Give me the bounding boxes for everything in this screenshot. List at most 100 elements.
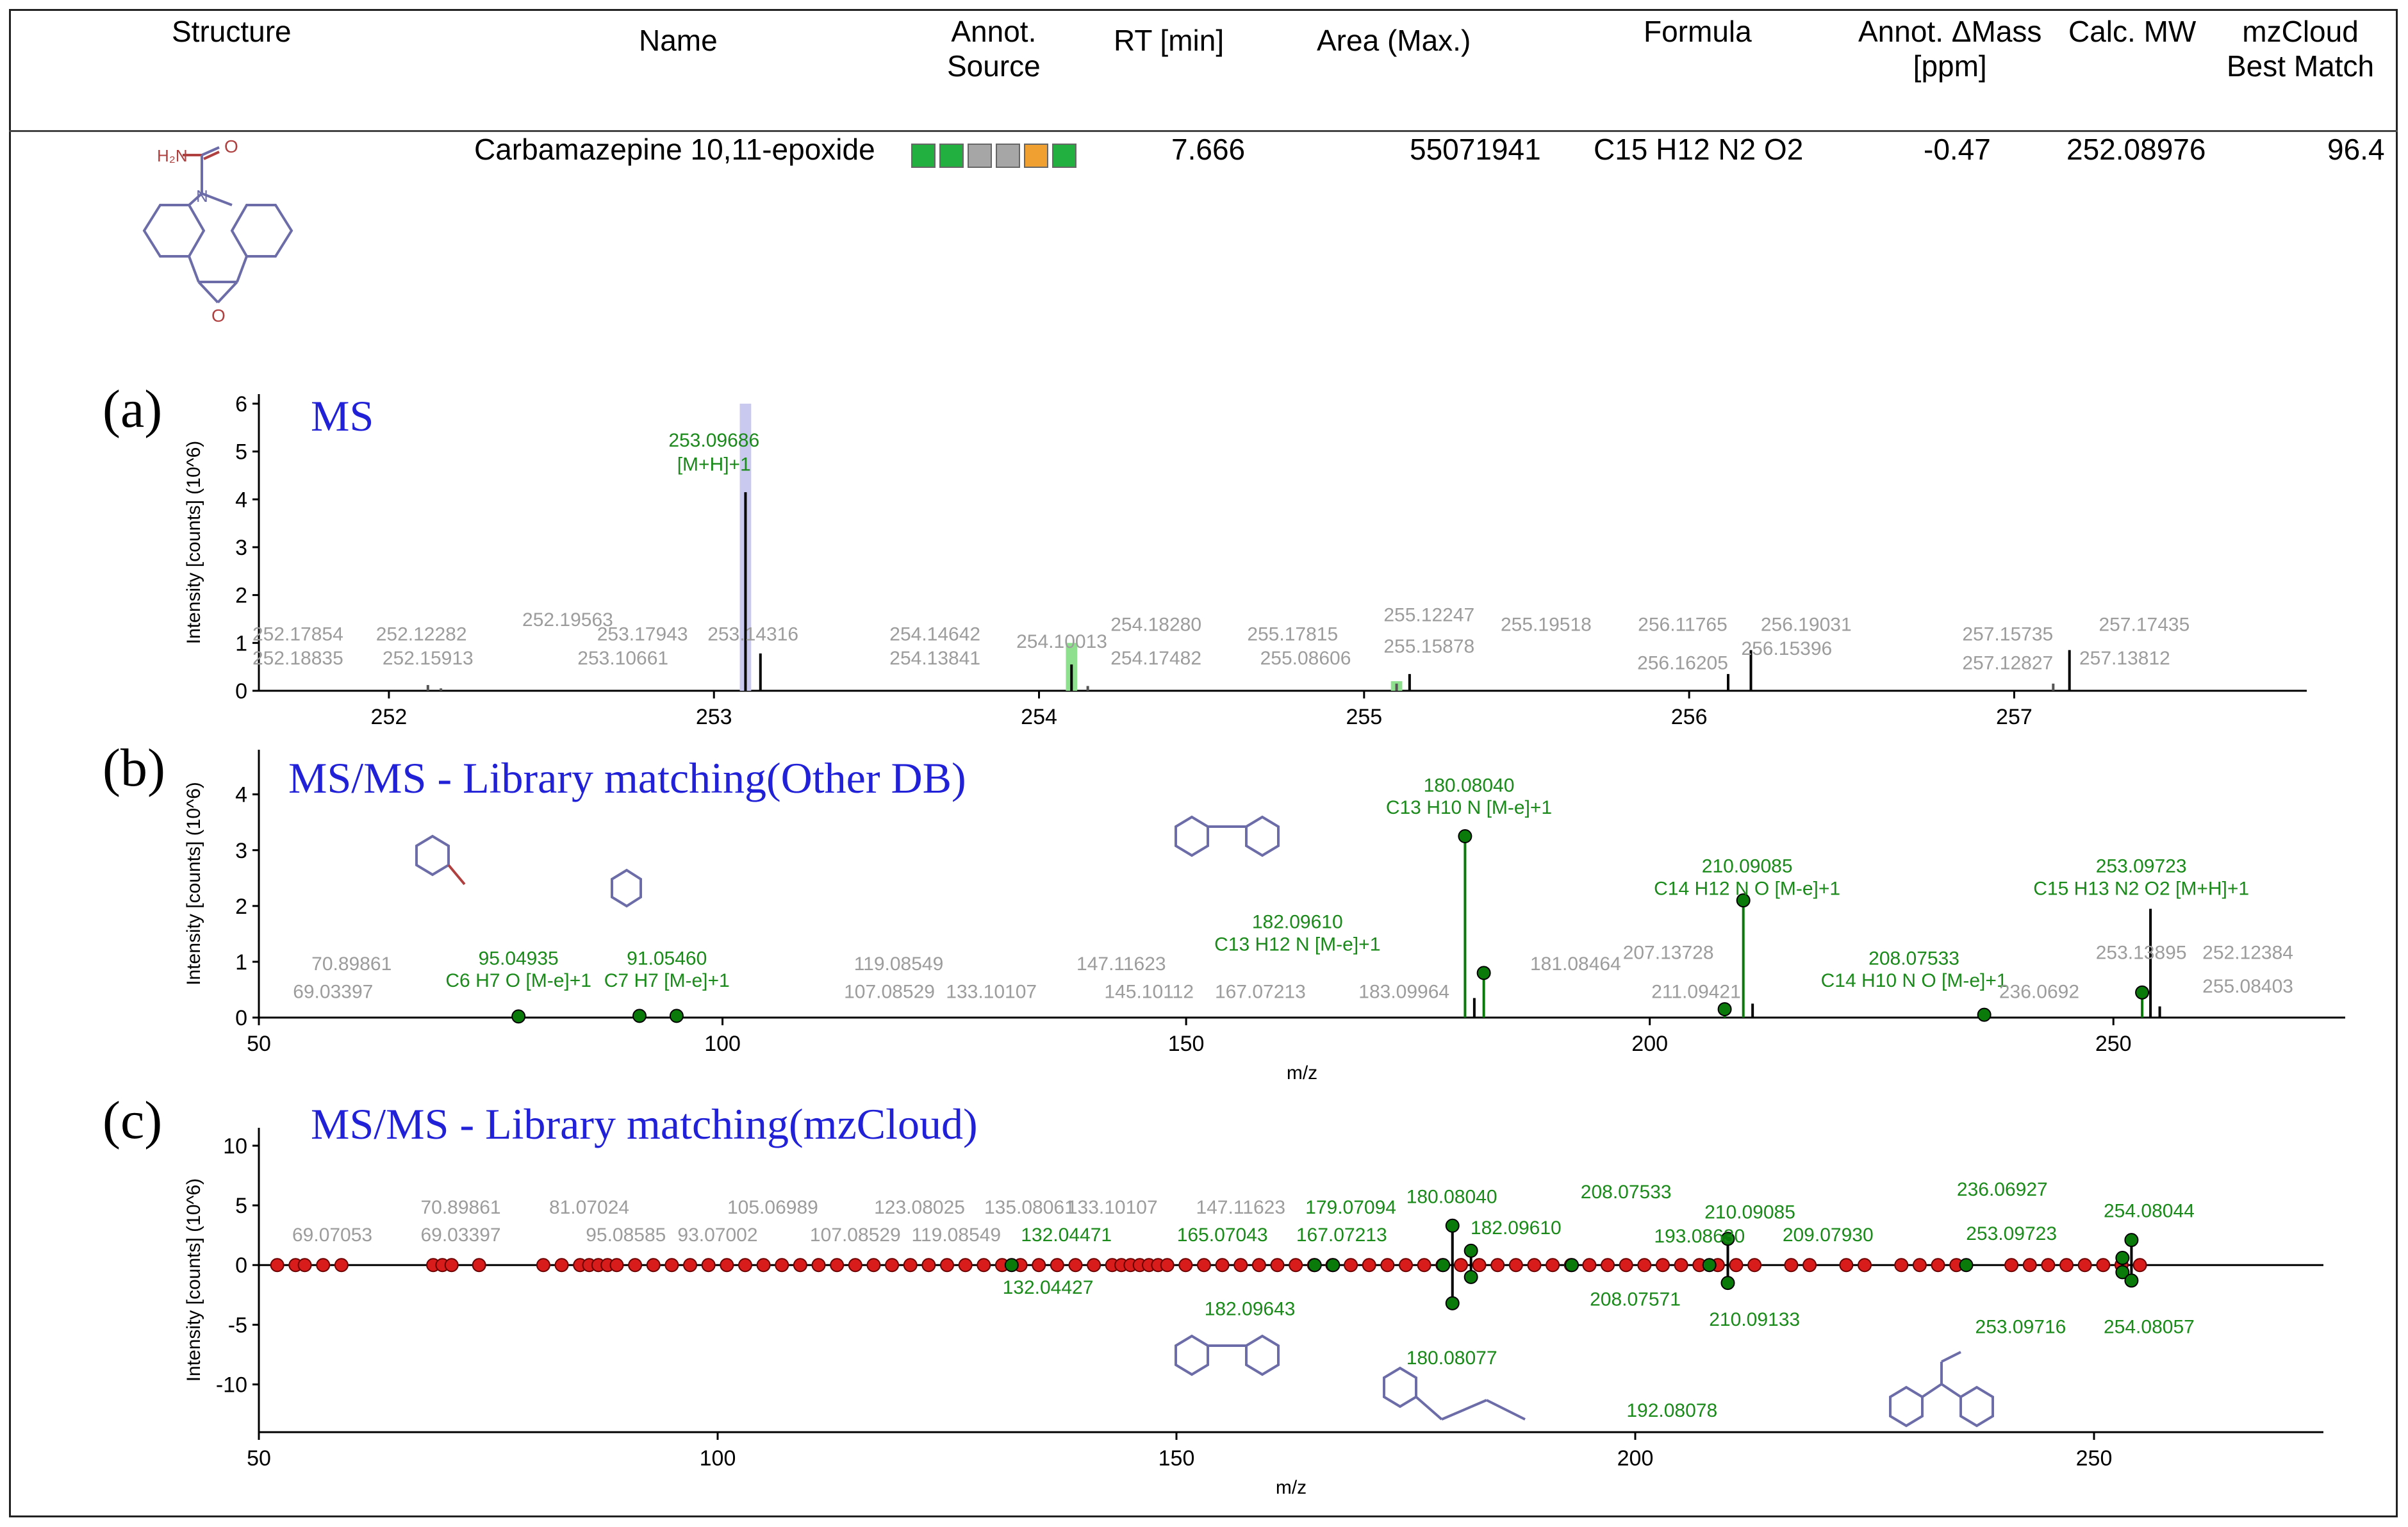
red-point	[958, 1258, 973, 1273]
header-annot-source[interactable]: Annot. Source	[947, 14, 1041, 83]
x-tick-label: 253	[696, 705, 732, 729]
red-point	[1472, 1258, 1487, 1273]
row-area[interactable]: 55071941	[1410, 133, 1541, 166]
row-rt[interactable]: 7.666	[1171, 133, 1246, 166]
peak-annotation: 208.07533	[1581, 1182, 1672, 1203]
red-point	[701, 1258, 716, 1273]
peak-annotation: 208.07533	[1868, 948, 1959, 969]
peak-annotation: 93.07002	[677, 1225, 757, 1246]
peak-annotation: 70.89861	[420, 1197, 500, 1218]
header-annot-dmass[interactable]: Annot. ΔMass [ppm]	[1858, 14, 2041, 83]
peak-annotation: 105.06989	[727, 1197, 818, 1218]
peak-marker	[1458, 829, 1472, 843]
peak-annotation: 165.07043	[1177, 1225, 1268, 1246]
header-calc-mw[interactable]: Calc. MW	[2068, 15, 2197, 48]
peak-annotation: 253.09686	[668, 430, 759, 451]
red-point	[444, 1258, 459, 1273]
red-point	[1637, 1258, 1652, 1273]
row-mzcloud[interactable]: 96.4	[2327, 133, 2385, 166]
red-point	[1417, 1258, 1431, 1273]
green-point	[1464, 1243, 1478, 1258]
header-mzcloud[interactable]: mzCloud Best Match	[2227, 14, 2374, 83]
red-point	[1784, 1258, 1799, 1273]
peak-annotation: 123.08025	[874, 1197, 965, 1218]
red-point	[866, 1258, 881, 1273]
y-axis-label: Intensity [counts] (10^6)	[183, 441, 204, 645]
x-tick-label: 256	[1671, 705, 1708, 729]
red-point	[1344, 1258, 1358, 1273]
red-point	[977, 1258, 991, 1273]
red-point	[1655, 1258, 1670, 1273]
header-formula[interactable]: Formula	[1644, 15, 1752, 48]
peak-annotation: C14 H10 N O [M-e]+1	[1821, 970, 2008, 991]
header-area[interactable]: Area (Max.)	[1317, 24, 1471, 57]
row-name[interactable]: Carbamazepine 10,11-epoxide	[474, 133, 875, 166]
y-tick-label: 0	[235, 679, 247, 704]
row-formula[interactable]: C15 H12 N2 O2	[1594, 133, 1804, 166]
peak-annotation: C7 H7 [M-e]+1	[604, 970, 730, 991]
y-tick-label: 4	[235, 488, 247, 512]
peak-annotation: 135.08061	[984, 1197, 1075, 1218]
red-point	[1582, 1258, 1597, 1273]
red-point	[270, 1258, 285, 1273]
y-tick-label: 5	[235, 1194, 247, 1218]
row-annot-dmass[interactable]: -0.47	[1924, 133, 1991, 166]
red-point	[1894, 1258, 1909, 1273]
green-point	[1720, 1232, 1735, 1246]
red-point	[1233, 1258, 1248, 1273]
peak-annotation: 253.13895	[2096, 943, 2187, 964]
peak-annotation: 81.07024	[549, 1197, 629, 1218]
row-calc-mw[interactable]: 252.08976	[2066, 133, 2206, 166]
peak-annotation: C6 H7 O [M-e]+1	[445, 970, 591, 991]
peak-annotation: 252.12384	[2202, 943, 2293, 964]
peak-marker	[632, 1009, 647, 1023]
annot-source-square	[1052, 144, 1076, 168]
red-point	[1178, 1258, 1193, 1273]
red-point	[1196, 1258, 1211, 1273]
peak-annotation: 255.15878	[1383, 636, 1474, 657]
peak-annotation: 210.09133	[1709, 1309, 1800, 1330]
red-point	[664, 1258, 679, 1273]
peak-annotation: 257.15735	[1962, 624, 2053, 645]
x-tick-label: 254	[1021, 705, 1057, 729]
header-structure[interactable]: Structure	[172, 15, 292, 48]
y-tick-label: -10	[216, 1373, 247, 1397]
peak-annotation: 147.11623	[1196, 1197, 1285, 1218]
y-tick-label: 1	[235, 631, 247, 656]
red-point	[536, 1258, 550, 1273]
red-point	[1050, 1258, 1064, 1273]
annot-source-square	[911, 144, 936, 168]
peak-marker	[669, 1009, 684, 1023]
peak-marker	[1977, 1007, 1992, 1022]
peak-annotation: 180.08040	[1424, 775, 1515, 796]
red-point	[1087, 1258, 1101, 1273]
header-annot-source-line1: Annot.	[951, 15, 1037, 48]
structure-label-nh2: H₂N	[157, 146, 188, 165]
red-point	[316, 1258, 331, 1273]
y-axis-label: Intensity [counts] (10^6)	[183, 782, 204, 986]
y-tick-label: 10	[223, 1134, 247, 1159]
peak-annotation: C14 H12 N O [M-e]+1	[1654, 878, 1840, 899]
red-point	[1399, 1258, 1413, 1273]
green-point	[1720, 1276, 1735, 1291]
x-tick-label: 250	[2076, 1446, 2113, 1471]
peak-annotation: C13 H10 N [M-e]+1	[1386, 797, 1552, 818]
peak-annotation: 255.19518	[1501, 615, 1592, 636]
peak-annotation: 256.19031	[1761, 615, 1852, 636]
red-point	[756, 1258, 771, 1273]
red-point	[848, 1258, 862, 1273]
peak-annotation: 167.07213	[1296, 1225, 1387, 1246]
header-name[interactable]: Name	[639, 24, 718, 57]
red-point	[903, 1258, 918, 1273]
header-rt[interactable]: RT [min]	[1114, 24, 1225, 57]
red-point	[2096, 1258, 2111, 1273]
red-point	[1527, 1258, 1542, 1273]
x-tick-label: 150	[1159, 1446, 1195, 1471]
peak-annotation: 253.09723	[2096, 856, 2187, 877]
peak-annotation: 253.10661	[577, 648, 668, 669]
header-mzcloud-line2: Best Match	[2227, 49, 2375, 83]
peak-annotation: 252.17854	[252, 624, 343, 645]
